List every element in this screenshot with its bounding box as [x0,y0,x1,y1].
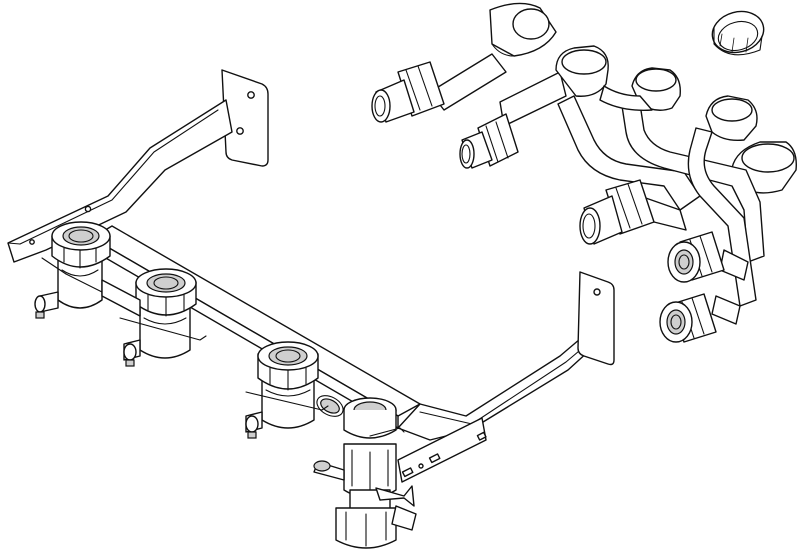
compression-fitting-4 [659,293,717,343]
compression-fitting-3 [667,231,725,283]
compression-fitting-1 [459,71,567,169]
pipe-manifold [555,45,797,325]
valve-1 [34,221,125,319]
compression-fitting-2 [579,179,655,245]
valve-3 [245,341,329,439]
valve-4 [313,397,417,549]
sealing-ring [711,10,765,56]
straight-union-fitting [371,2,557,123]
valve-2 [101,268,207,367]
